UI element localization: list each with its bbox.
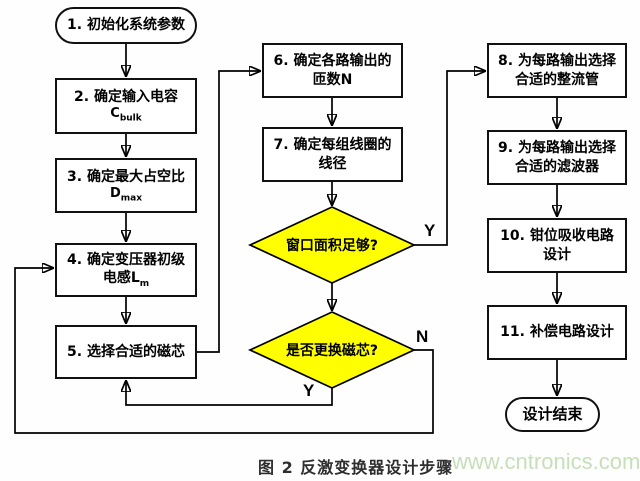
watermark-text: www.cntronics.com <box>452 449 640 474</box>
connector-decision-core-yes-step5 <box>126 381 333 406</box>
node-step10-line2: 设计 <box>543 246 571 263</box>
decision-core-label: 是否更换磁芯? <box>285 343 379 359</box>
node-step7-line1: 7. 确定每组线圈的 <box>273 137 392 154</box>
branch-label-core-yes: Y <box>303 381 315 400</box>
connector-decision-core-no-step4 <box>14 268 434 434</box>
node-step10-line1: 10. 钳位吸收电路 <box>500 228 614 245</box>
node-step4-line2: 电感Lm <box>103 269 149 289</box>
node-step3-line1: 3. 确定最大占空比 <box>67 168 185 185</box>
node-step11: 11. 补偿电路设计 <box>487 305 627 360</box>
node-step8-line2: 合适的整流管 <box>515 71 599 88</box>
node-step9: 9. 为每路输出选择 合适的滤波器 <box>487 130 627 185</box>
node-step3-sub: max <box>120 193 143 204</box>
node-step2-sub: bulk <box>119 113 142 124</box>
node-step6: 6. 确定各路输出的 匝数N <box>262 43 403 98</box>
node-step3-sym: D <box>109 185 121 201</box>
node-step9-line1: 9. 为每路输出选择 <box>498 140 616 157</box>
node-end-label: 设计结束 <box>522 404 583 423</box>
node-step4: 4. 确定变压器初级 电感Lm <box>55 243 197 297</box>
node-step2-symbol: Cbulk <box>110 106 141 124</box>
node-step4-line2-text: 电感 <box>102 270 131 287</box>
decision-window-label: 窗口面积足够? <box>285 238 379 254</box>
node-step11-label: 11. 补偿电路设计 <box>500 324 614 341</box>
node-step4-line1: 4. 确定变压器初级 <box>67 252 185 268</box>
node-step8: 8. 为每路输出选择 合适的整流管 <box>487 43 627 98</box>
connector-decision-window-yes-step8 <box>414 71 485 246</box>
node-step7: 7. 确定每组线圈的 线径 <box>262 127 403 182</box>
node-start: 1. 初始化系统参数 <box>55 7 197 44</box>
node-step4-sym: L <box>130 270 140 287</box>
node-step2-line1: 2. 确定输入电容 <box>74 89 178 106</box>
node-step8-line1: 8. 为每路输出选择 <box>498 53 616 70</box>
node-end: 设计结束 <box>505 397 600 432</box>
node-step4-sub: m <box>139 278 150 289</box>
decision-core-shape <box>247 311 417 389</box>
figure-caption: 图 2 反激变换器设计步骤 <box>258 458 454 477</box>
node-step9-line2: 合适的滤波器 <box>515 158 599 175</box>
node-step3-symbol: Dmax <box>110 186 142 204</box>
node-step6-line2: 匝数N <box>312 71 353 88</box>
connector-step5-step6 <box>197 71 260 353</box>
node-step5-label: 5. 选择合适的磁芯 <box>67 343 185 360</box>
node-step2: 2. 确定输入电容 Cbulk <box>55 78 197 134</box>
decision-window-shape <box>247 206 417 284</box>
branch-label-window-yes: Y <box>424 221 436 240</box>
node-step2-sym: C <box>110 106 120 122</box>
node-step6-line1: 6. 确定各路输出的 <box>273 53 392 70</box>
node-step5: 5. 选择合适的磁芯 <box>55 325 197 379</box>
node-step3: 3. 确定最大占空比 Dmax <box>55 158 197 213</box>
node-start-label: 1. 初始化系统参数 <box>67 17 185 34</box>
node-step10: 10. 钳位吸收电路 设计 <box>487 218 627 273</box>
branch-label-core-no: N <box>416 327 429 346</box>
node-step7-line2: 线径 <box>318 155 347 172</box>
